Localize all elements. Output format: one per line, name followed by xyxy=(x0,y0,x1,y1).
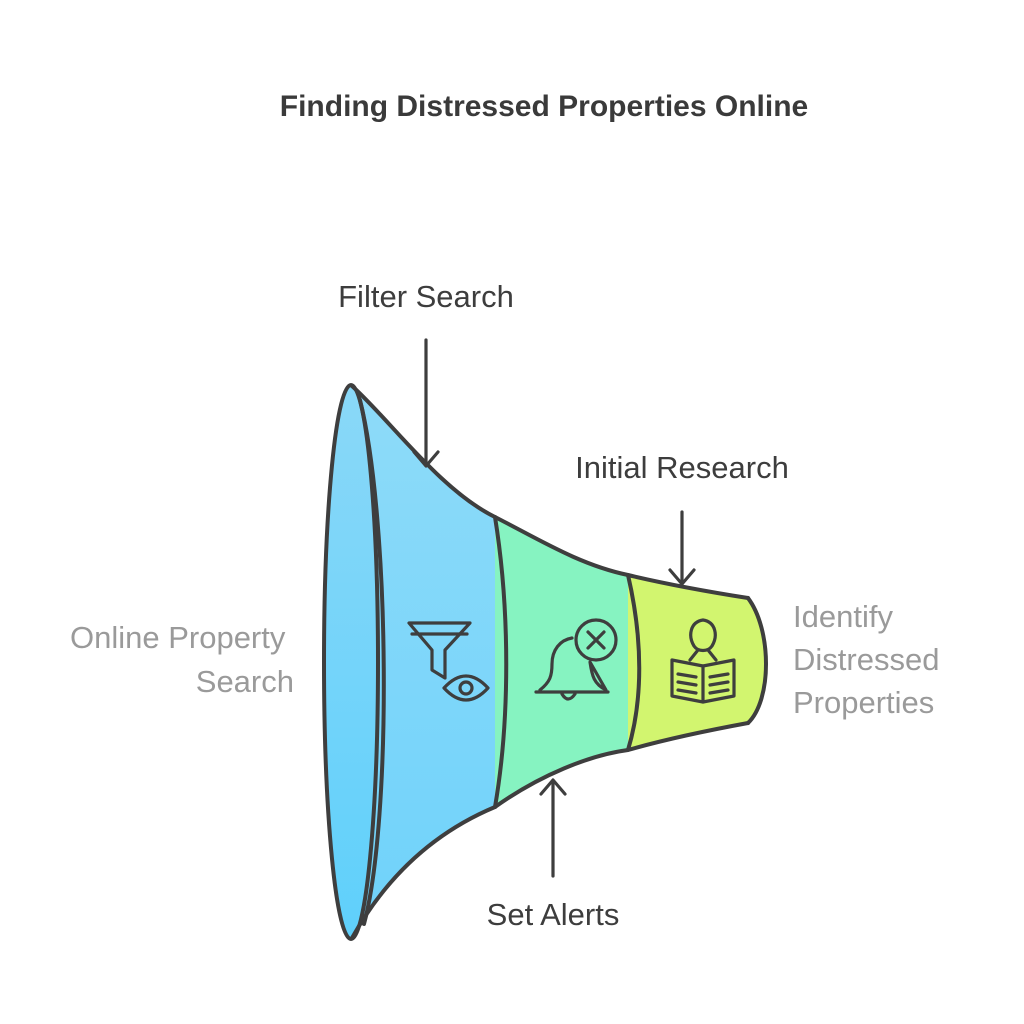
person-reading-icon xyxy=(670,618,736,704)
label-identify-distressed-properties: Identify Distressed Properties xyxy=(793,599,948,720)
funnel-eye-icon xyxy=(407,621,490,702)
diagram-title: Finding Distressed Properties Online xyxy=(280,90,808,123)
arrow-initial-research xyxy=(668,510,696,586)
funnel-band-initial-research xyxy=(628,575,766,750)
band-divider-1 xyxy=(493,515,509,809)
label-filter-search: Filter Search xyxy=(338,279,514,314)
band-divider-2 xyxy=(626,573,642,752)
funnel-bottom-edge xyxy=(350,721,750,940)
funnel-band-filter-search xyxy=(352,386,495,938)
funnel-tail-cap xyxy=(746,596,768,725)
funnel-band-set-alerts xyxy=(495,517,628,807)
label-initial-research: Initial Research xyxy=(575,450,789,485)
funnel-top-edge xyxy=(350,384,750,600)
funnel-mouth-rim xyxy=(322,383,380,941)
label-set-alerts: Set Alerts xyxy=(487,897,620,932)
funnel-mouth xyxy=(324,385,378,939)
arrow-set-alerts xyxy=(539,778,567,878)
bell-cancel-icon xyxy=(534,618,618,701)
funnel-mouth-inner-rim xyxy=(358,398,386,926)
label-online-property-search: Online Property Search xyxy=(70,620,294,699)
arrow-filter-search xyxy=(412,338,440,468)
